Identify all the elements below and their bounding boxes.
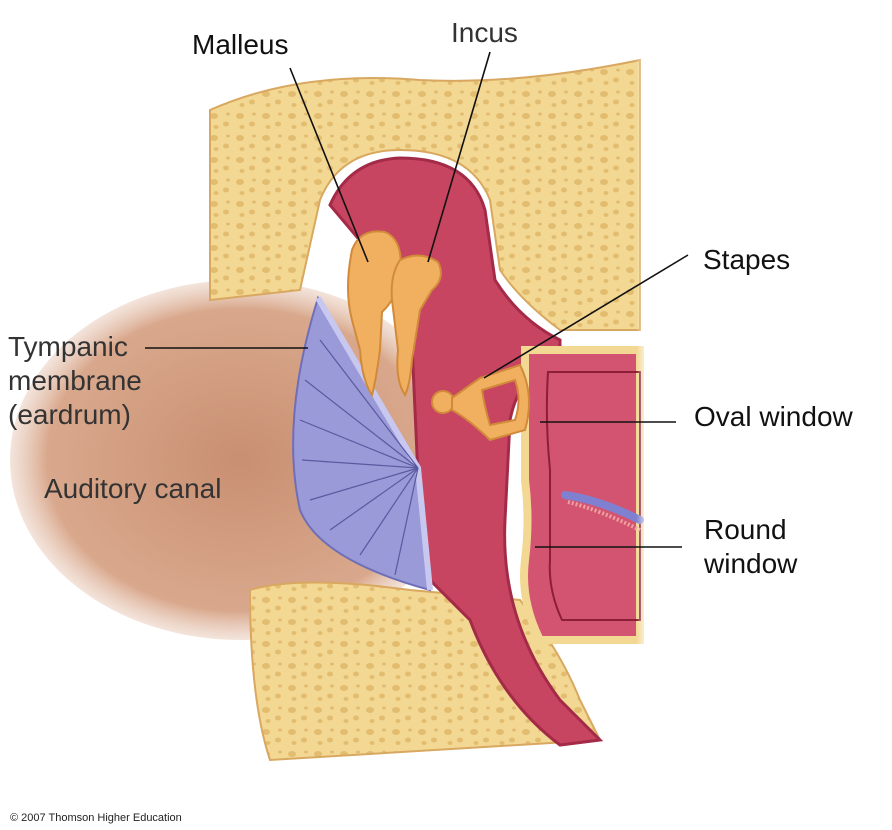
malleus-label: Malleus (192, 28, 288, 62)
tympanic-label-line-1: Tympanic (8, 330, 142, 364)
stapes-label: Stapes (703, 243, 790, 277)
copyright-notice: © 2007 Thomson Higher Education (10, 812, 182, 824)
tympanic-label-line-3: (eardrum) (8, 398, 142, 432)
tympanic-membrane-label: Tympanic membrane (eardrum) (8, 330, 142, 432)
stapes-head (432, 391, 454, 413)
round-window-label-line-2: window (704, 547, 797, 581)
round-window-label: Round window (704, 513, 797, 581)
round-window-label-line-1: Round (704, 513, 797, 547)
incus-label: Incus (451, 16, 518, 50)
auditory-canal-label: Auditory canal (44, 472, 221, 506)
oval-window-label: Oval window (694, 400, 853, 434)
tympanic-label-line-2: membrane (8, 364, 142, 398)
